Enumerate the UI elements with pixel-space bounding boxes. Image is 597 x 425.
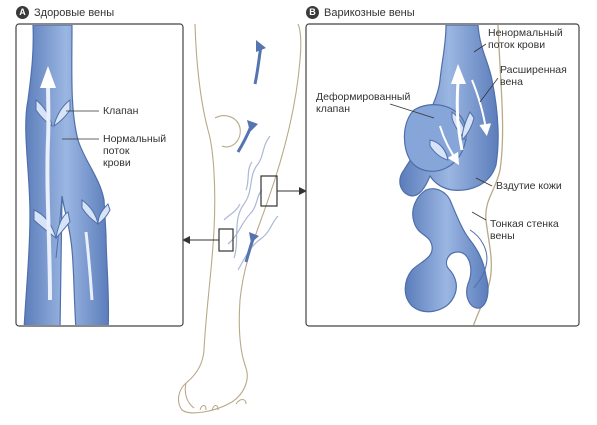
leg-illustration	[177, 23, 302, 414]
leg-box-healthy	[218, 228, 234, 252]
label-valve: Клапан	[103, 105, 139, 117]
panel-a-badge: A	[16, 6, 29, 19]
label-skin-bulge: Вздутие кожи	[496, 180, 562, 192]
label-deformed-valve: Деформированный клапан	[316, 91, 411, 115]
label-thin-wall: Тонкая стенка вены	[490, 218, 559, 242]
label-dilated-vein: Расширенная вена	[500, 64, 567, 88]
panel-b-title: Варикозные вены	[324, 7, 415, 19]
panel-a-title: Здоровые вены	[34, 7, 115, 19]
panel-b-header: B Варикозные вены	[306, 6, 415, 19]
leg-veins	[223, 135, 279, 271]
panel-b	[305, 23, 580, 327]
leg-flow-arrows	[236, 40, 266, 263]
panel-a-header: A Здоровые вены	[16, 6, 114, 19]
panel-b-badge: B	[306, 6, 319, 19]
twisted-vein	[404, 188, 489, 313]
label-normal-flow: Нормальный поток крови	[103, 133, 167, 169]
panel-a	[15, 23, 184, 327]
label-abnormal-flow: Ненормальный поток крови	[488, 27, 563, 51]
